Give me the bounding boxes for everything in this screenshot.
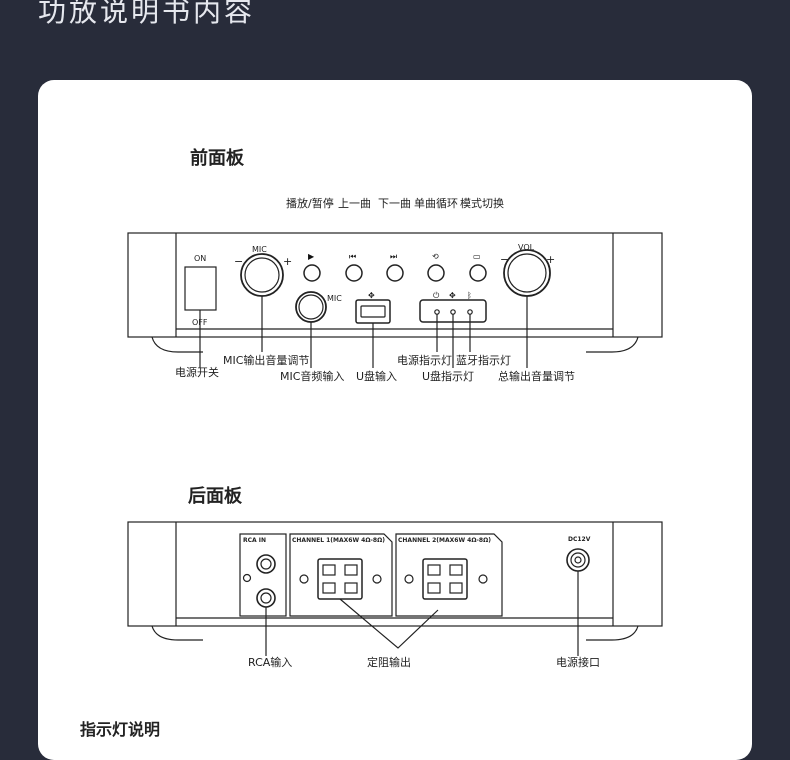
label-rca-in: RCA IN (243, 537, 266, 544)
vol-minus: − (500, 253, 509, 266)
ch1-term-d (344, 582, 358, 594)
rca-box (239, 533, 287, 617)
callout-speaker-out: 定阻输出 (367, 655, 411, 669)
rear-panel-body (127, 521, 663, 627)
usb-port-inner (360, 305, 386, 318)
indicator-section-title: 指示灯说明 (80, 720, 161, 739)
power-icon: ⏻ (433, 291, 440, 300)
label-mic-knob: MIC (252, 245, 267, 254)
usb-led-icon: ✥ (449, 291, 456, 300)
page-title: 功放说明书内容 (38, 0, 256, 28)
label-channel2: CHANNEL 2(MAX6W 4Ω-8Ω) (398, 537, 491, 544)
mic-volume-knob-inner (244, 257, 280, 293)
ch2-screw-right (478, 574, 488, 584)
callout-master-volume: 总输出音量调节 (498, 369, 575, 383)
front-panel-body (127, 232, 663, 338)
callout-power-led: 电源指示灯 (397, 353, 452, 367)
play-pause-button (303, 264, 321, 282)
label-on: ON (194, 254, 206, 263)
front-foot-left (151, 336, 203, 353)
label-off: OFF (192, 318, 208, 327)
master-volume-knob-inner (507, 253, 547, 293)
label-next: 下一曲 (378, 197, 411, 210)
mic-plus: + (283, 255, 292, 268)
channel1-box (289, 533, 393, 617)
ch1-term-a (322, 564, 336, 576)
callout-usb-led: U盘指示灯 (422, 369, 474, 383)
rear-foot-left (151, 625, 203, 641)
callout-usb-input: U盘输入 (356, 369, 397, 383)
ch2-term-b (449, 564, 463, 576)
label-channel1: CHANNEL 1(MAX6W 4Ω-8Ω) (292, 537, 385, 544)
callout-mic-volume: MIC输出音量调节 (223, 353, 309, 367)
label-prev: 上一曲 (338, 197, 371, 210)
callout-bt-led: 蓝牙指示灯 (456, 353, 511, 367)
callout-power-switch: 电源开关 (175, 365, 219, 379)
dc-jack-mid (570, 552, 586, 568)
leader-speaker-out (339, 598, 439, 649)
dc-jack-pin (574, 556, 582, 564)
front-panel-title: 前面板 (190, 148, 244, 169)
label-dc12v: DC12V (568, 536, 591, 543)
ch1-term-b (344, 564, 358, 576)
mic-jack-inner (298, 294, 324, 320)
callout-power-jack: 电源接口 (556, 655, 600, 669)
callout-rca-input: RCA输入 (248, 655, 292, 669)
play-icon: ▶ (308, 252, 315, 261)
repeat-button (427, 264, 445, 282)
rca-jack-top (256, 554, 276, 574)
next-button (386, 264, 404, 282)
ch1-screw-left (299, 574, 309, 584)
front-foot-right (586, 336, 639, 353)
vol-plus: + (546, 253, 555, 266)
label-play-pause: 播放/暂停 (286, 196, 334, 210)
panels-diagram: ON OFF MIC − + MIC VOL − + ▶ ⏮ ⏭ ⟲ ▭ ✥ ⏻… (127, 196, 663, 669)
rear-panel-title: 后面板 (188, 486, 242, 507)
ch1-screw-right (372, 574, 382, 584)
prev-icon: ⏮ (349, 252, 356, 261)
mic-minus: − (234, 255, 243, 268)
ch2-term-d (449, 582, 463, 594)
label-single-loop: 单曲循环 (414, 197, 458, 210)
rear-panel (127, 521, 663, 656)
next-icon: ⏭ (390, 252, 397, 261)
callout-mic-input: MIC音频输入 (280, 369, 344, 383)
mode-icon: ▭ (473, 252, 481, 261)
label-mode-switch: 模式切换 (460, 196, 504, 210)
repeat-icon: ⟲ (432, 252, 439, 261)
manual-card: 前面板 后面板 (38, 80, 752, 760)
label-mic-jack: MIC (327, 294, 342, 303)
ch2-screw-left (404, 574, 414, 584)
label-vol-knob: VOL (518, 243, 535, 252)
ch1-term-c (322, 582, 336, 594)
mode-button (469, 264, 487, 282)
rear-foot-right (586, 625, 639, 641)
ch2-term-c (427, 582, 441, 594)
ch2-term-a (427, 564, 441, 576)
front-panel (127, 232, 663, 368)
prev-button (345, 264, 363, 282)
rca-screw (242, 573, 252, 583)
usb-icon: ✥ (368, 291, 375, 300)
bluetooth-icon: ᛒ (467, 291, 472, 300)
rca-jack-bottom-inner (260, 592, 272, 604)
rca-jack-top-inner (260, 558, 272, 570)
channel2-terminal (422, 558, 468, 600)
channel2-box (395, 533, 503, 617)
